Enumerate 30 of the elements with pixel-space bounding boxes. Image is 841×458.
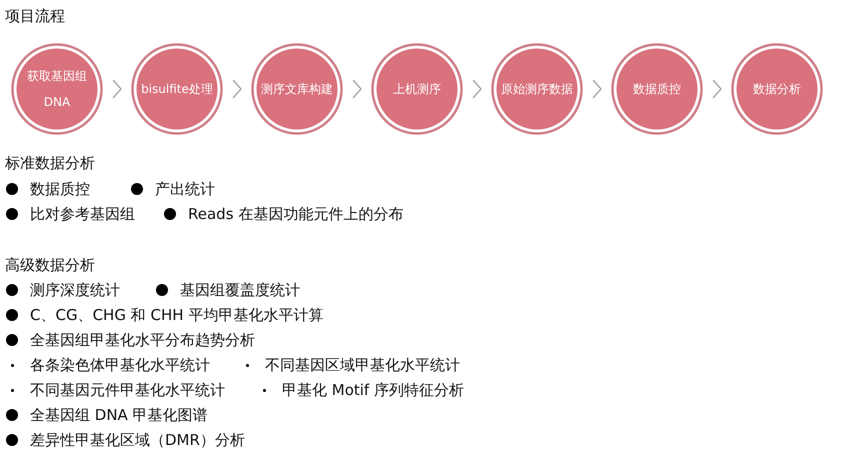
section-heading: 标准数据分析: [5, 154, 95, 172]
process-circle: 数据分析: [731, 43, 823, 135]
list-item: C、CG、CHG 和 CHH 平均甲基化水平计算: [30, 306, 324, 324]
process-circle: 原始测序数据: [491, 43, 583, 135]
process-circle: 上机测序: [371, 43, 463, 135]
list-item: 全基因组 DNA 甲基化图谱: [30, 406, 208, 424]
list-item: 测序深度统计: [30, 281, 120, 299]
chevron-arrow: [712, 80, 722, 98]
list-item: 甲基化 Motif 序列特征分析: [282, 381, 464, 399]
list-item: 数据质控: [30, 180, 90, 198]
list-item: 各条染色体甲基化水平统计: [30, 356, 210, 374]
process-circle: 获取基因组 DNA: [11, 43, 103, 135]
section-title: 项目流程: [5, 7, 65, 25]
list-item: 比对参考基因组: [30, 205, 135, 223]
list-item: 产出统计: [155, 180, 215, 198]
list-item: 不同基因区域甲基化水平统计: [265, 356, 460, 374]
process-circle: bisulfite处理: [131, 43, 223, 135]
process-circle: 测序文库构建: [251, 43, 343, 135]
list-item: 差异性甲基化区域（DMR）分析: [30, 431, 245, 449]
list-item: 基因组覆盖度统计: [180, 281, 300, 299]
chevron-arrow: [352, 80, 362, 98]
process-circle: 数据质控: [611, 43, 703, 135]
section-heading: 高级数据分析: [5, 256, 95, 274]
chevron-arrow: [232, 80, 242, 98]
chevron-arrow: [112, 80, 122, 98]
list-item: 不同基因元件甲基化水平统计: [30, 381, 225, 399]
chevron-arrow: [472, 80, 482, 98]
chevron-arrow: [592, 80, 602, 98]
list-item: Reads 在基因功能元件上的分布: [188, 205, 404, 223]
list-item: 全基因组甲基化水平分布趋势分析: [30, 331, 255, 349]
